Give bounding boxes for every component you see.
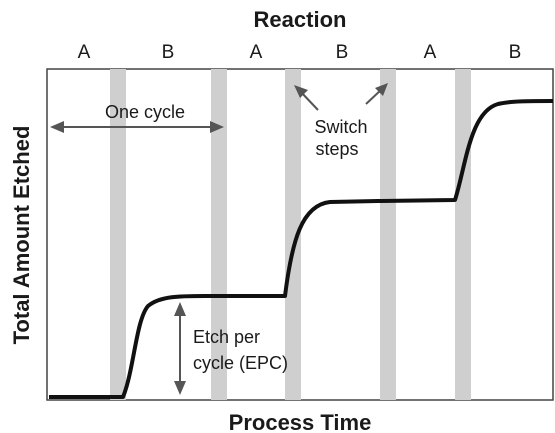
phase-label: A [424, 42, 437, 63]
switch-bands [110, 69, 471, 400]
epc-arrow [174, 302, 186, 395]
phase-label: A [250, 42, 263, 63]
switch-steps-arrows [294, 83, 388, 111]
switch-band [211, 69, 227, 400]
switch-band [455, 69, 471, 400]
phase-label: A [78, 42, 91, 63]
phase-label: B [162, 42, 175, 63]
one-cycle-label: One cycle [105, 102, 185, 122]
y-axis-label: Total Amount Etched [9, 126, 34, 345]
switch-band [110, 69, 126, 400]
phase-labels: A B A B A B [78, 42, 522, 63]
switch-steps-label: steps [315, 139, 358, 159]
switch-steps-label: Switch [314, 117, 367, 137]
one-cycle-arrow [50, 121, 224, 133]
chart-title: Reaction [254, 7, 347, 32]
switch-band [380, 69, 396, 400]
epc-label: Etch per [193, 327, 260, 347]
switch-band [285, 69, 301, 400]
phase-label: B [336, 42, 349, 63]
epc-label: cycle (EPC) [193, 353, 288, 373]
etch-curve [49, 99, 554, 399]
x-axis-label: Process Time [229, 410, 372, 433]
phase-label: B [509, 42, 522, 63]
